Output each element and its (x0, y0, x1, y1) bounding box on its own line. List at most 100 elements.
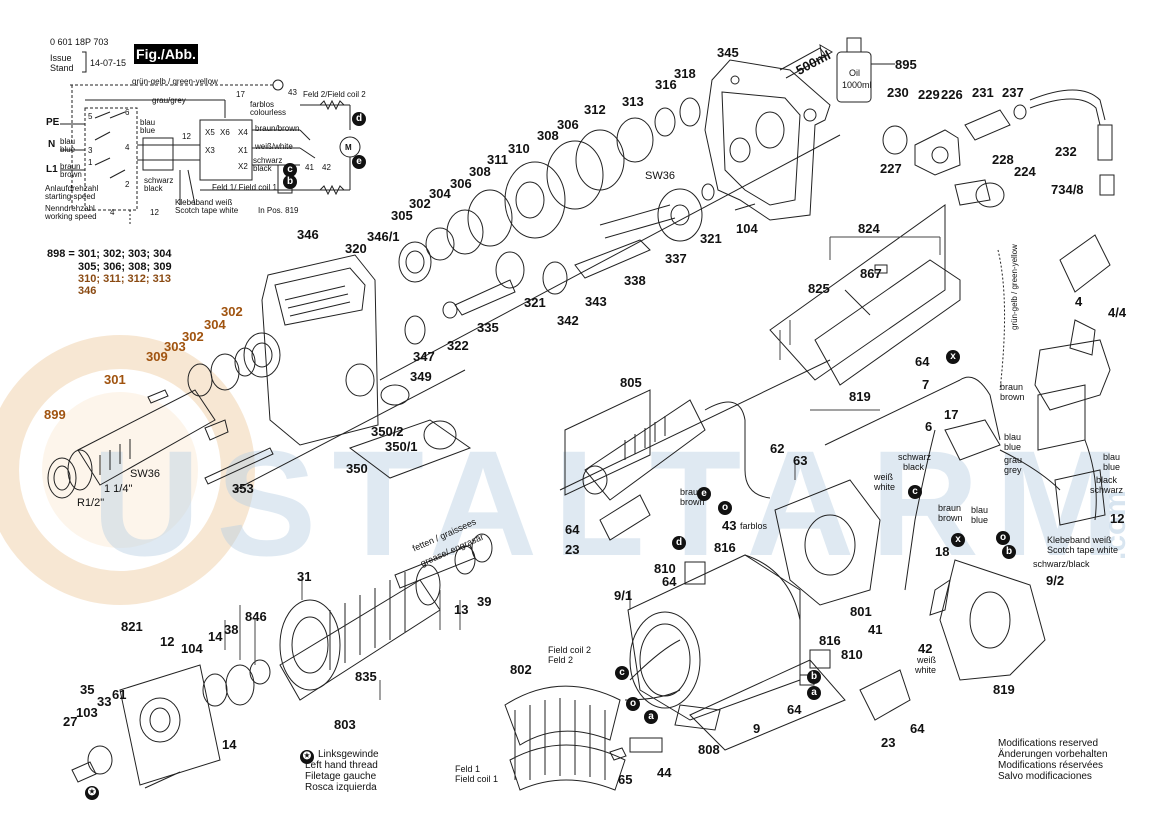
label-42: 42 (918, 641, 933, 656)
cover-808 (675, 705, 720, 730)
wiring-farblos: farblos (250, 100, 275, 109)
label-schwarz-d: schwarz (1090, 485, 1124, 495)
wire-black (1085, 440, 1096, 520)
label-867: 867 (860, 266, 882, 281)
cover-9 (690, 660, 845, 750)
label-237: 237 (1002, 85, 1024, 100)
wiring-n-blue: blue (60, 145, 76, 154)
label-black-d: black (1096, 475, 1118, 485)
label-346-1: 346/1 (367, 229, 400, 244)
label-229: 229 (918, 87, 940, 102)
wiring-x3: X3 (205, 146, 215, 155)
doc-number: 0 601 18P 703 (50, 37, 109, 47)
label-803: 803 (334, 717, 356, 732)
label-23a: 23 (565, 542, 580, 557)
label-846: 846 (245, 609, 267, 624)
switch-bracket-824 (770, 205, 960, 385)
label-802: 802 (510, 662, 532, 677)
label-347: 347 (413, 349, 435, 364)
label-blue-d: blue (1103, 462, 1121, 472)
wiring-n-blau: blau (60, 137, 76, 146)
label-302c: 302 (182, 329, 204, 344)
wiring-pe: PE (46, 117, 60, 128)
label-734-8: 734/8 (1051, 182, 1084, 197)
wire-blue (1000, 450, 1060, 490)
label-308a: 308 (537, 128, 559, 143)
gear-housing-346 (244, 255, 378, 445)
label-321b: 321 (524, 295, 546, 310)
wiring-t4b: 4 (110, 208, 115, 217)
wiring-l1-braun: braun (60, 162, 81, 171)
label-41: 41 (868, 622, 883, 637)
label-103: 103 (76, 705, 98, 720)
label-black-e: black (903, 462, 925, 472)
legend-rosca: Rosca izquierda (305, 782, 377, 793)
label-313: 313 (622, 94, 644, 109)
label-braun-f: braun (680, 487, 704, 497)
label-27: 27 (63, 714, 78, 729)
label-808: 808 (698, 742, 720, 757)
label-343: 343 (585, 294, 607, 309)
label-65: 65 (618, 772, 633, 787)
label-6: 6 (925, 419, 933, 434)
wiring-green-yellow: grün-gelb / green-yellow (132, 77, 218, 86)
label-228: 228 (992, 152, 1014, 167)
marker-x-top: x (946, 350, 960, 364)
label-62: 62 (770, 441, 785, 456)
issue-label: Issue (50, 53, 72, 63)
label-feld-1: Feld 1 (455, 764, 481, 774)
fig-label: Fig./Abb. 1 (134, 44, 198, 82)
wiring-feld1: Feld 1/ Field coil 1 (212, 183, 277, 192)
label-227: 227 (880, 161, 902, 176)
marker-o-mid: o (718, 501, 732, 515)
label-303: 303 (164, 339, 186, 354)
marker-d-wiring: d (352, 112, 366, 126)
marker-d-mid: d (672, 536, 686, 550)
wiring-black: black (144, 184, 163, 193)
label-17: 17 (944, 407, 959, 422)
label-304b: 304 (204, 317, 226, 332)
wiring-x4: X4 (238, 128, 248, 137)
marker-o-coil: o (626, 697, 640, 711)
label-field-coil-2: Field coil 2 (548, 645, 592, 655)
label-44: 44 (657, 765, 672, 780)
wiring-schwarz: schwarz (144, 176, 174, 185)
wiring-blau2: blau (140, 118, 156, 127)
wiring-t3: 3 (88, 146, 93, 155)
label-337: 337 (665, 251, 687, 266)
star-marker-legend: ✪ (300, 750, 314, 764)
wiring-l1: L1 (46, 164, 58, 175)
label-12b: 12 (160, 634, 175, 649)
label-sw36b: SW36 (130, 468, 160, 480)
label-38: 38 (224, 622, 239, 637)
label-13: 13 (454, 602, 469, 617)
wiring-nenn: Nenndrehzahl (45, 204, 95, 213)
issue-bracket (82, 52, 86, 72)
oil-volume: 1000ml (842, 80, 872, 90)
label-335: 335 (477, 320, 499, 335)
oil-bottle-895 (837, 38, 895, 102)
mod-reserved-de: Änderungen vorbehalten (998, 749, 1108, 760)
marker-x-right: x (951, 533, 965, 547)
label-39: 39 (477, 594, 492, 609)
label-304a: 304 (429, 186, 451, 201)
legend-left-hand: Left hand thread (305, 760, 378, 771)
label-white-a: white (874, 482, 896, 492)
wiring-braun-brown: braun/brown (255, 124, 300, 133)
marker-e-wiring: e (352, 155, 366, 169)
marker-b-wiring: b (283, 175, 297, 189)
label-231: 231 (972, 85, 994, 100)
label-226: 226 (941, 87, 963, 102)
wiring-x1: X1 (238, 146, 248, 155)
label-308b: 308 (469, 164, 491, 179)
label-35: 35 (80, 682, 95, 697)
label-104a: 104 (736, 221, 758, 236)
label-224: 224 (1014, 164, 1036, 179)
label-blau-e: blau (971, 505, 989, 515)
armature-835 (280, 534, 492, 700)
label-321a: 321 (700, 231, 722, 246)
wiring-l1-brown: brown (60, 170, 82, 179)
label-43: 43 (722, 518, 737, 533)
label-9-2: 9/2 (1046, 573, 1065, 588)
